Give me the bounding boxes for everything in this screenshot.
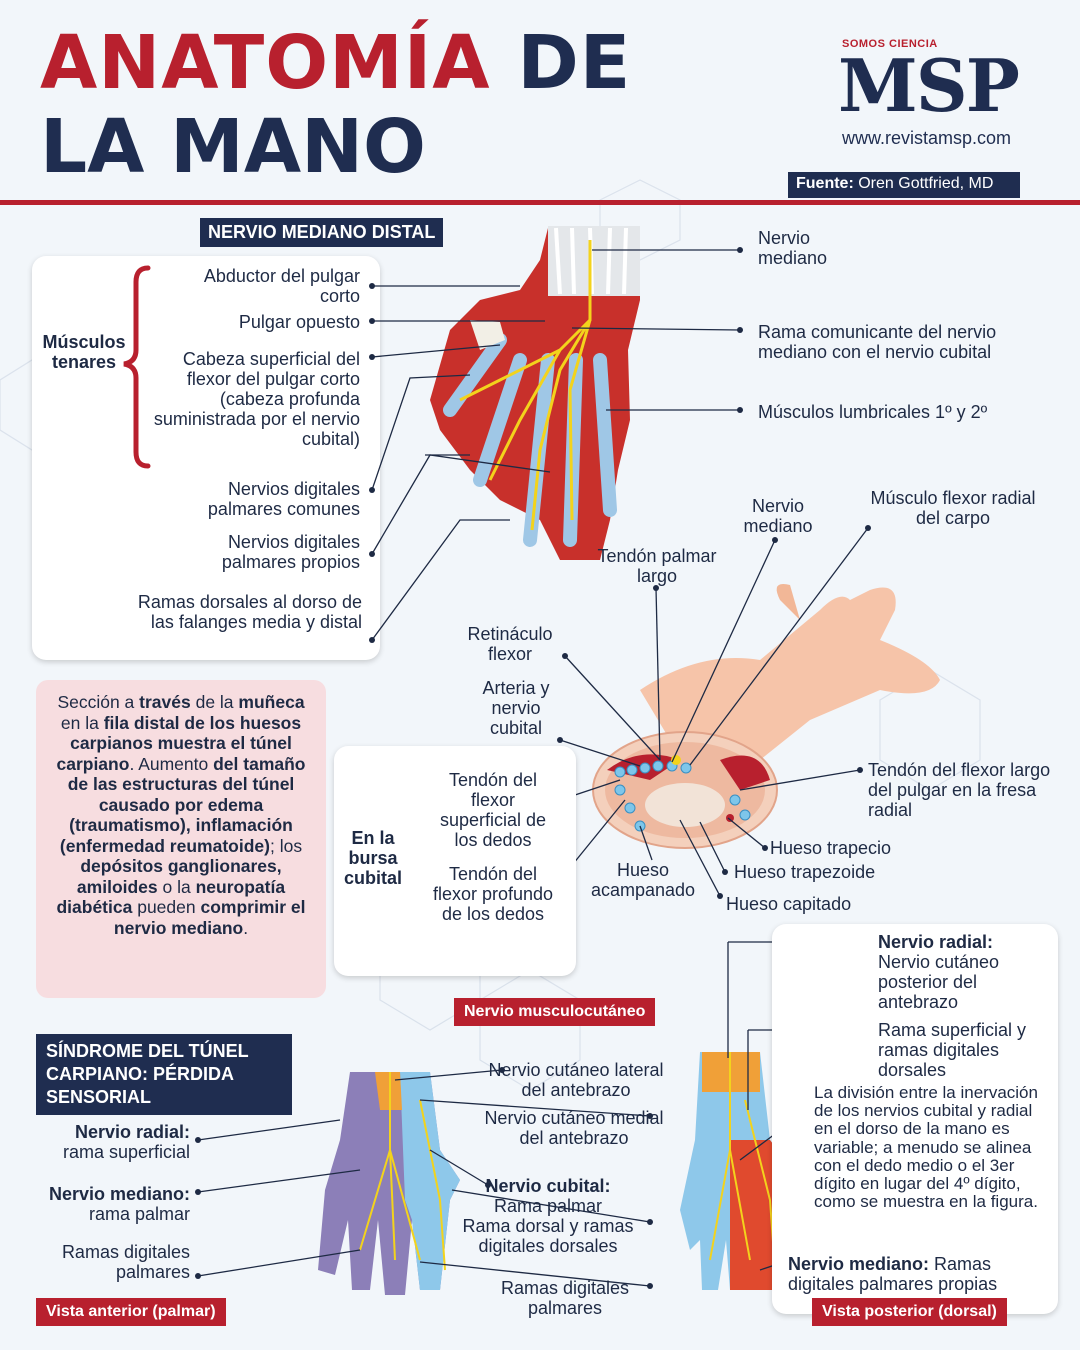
badge-vista-posterior: Vista posterior (dorsal): [812, 1298, 1007, 1326]
label-digitales-comunes: Nervios digitales palmares comunes: [207, 479, 360, 519]
wrist-cross-section-illustration: [592, 584, 940, 849]
label-rama-superficial: Rama superficial y ramas digitales dorsa…: [878, 1020, 1027, 1080]
header-divider: [0, 200, 1080, 205]
label-posterior-radial: Nervio radial:Nervio cutáneo posterior d…: [878, 932, 1000, 1012]
badge-musculocutaneo: Nervio musculocutáneo: [454, 998, 656, 1026]
page-title-line2: LA MANO: [40, 104, 426, 190]
label-retinaculo: Retináculo flexor: [467, 624, 553, 664]
label-flexor-superficial: Tendón del flexor superficial de los ded…: [439, 770, 547, 850]
label-bursa-cubital: En la bursa cubital: [343, 828, 402, 888]
page-title: ANATOMÍA DE: [40, 20, 632, 106]
label-posterior-mediano: Nervio mediano: Ramas digitales palmares…: [788, 1254, 998, 1294]
label-cutaneo-lateral: Nervio cutáneo lateral del antebrazo: [488, 1060, 664, 1100]
label-arteria-cubital: Arteria y nervio cubital: [482, 678, 550, 738]
bursa-card: [334, 746, 576, 976]
label-ramas-center: Ramas digitales palmares: [500, 1278, 630, 1318]
label-cs-nervio-mediano: Nervio mediano: [743, 496, 813, 536]
label-musculos-tenares: Músculos tenares: [42, 332, 126, 372]
label-cabeza-superficial: Cabeza superficial del flexor del pulgar…: [153, 349, 360, 449]
logo-url[interactable]: www.revistamsp.com: [842, 128, 1012, 148]
logo-tagline: SOMOS CIENCIA: [842, 38, 938, 50]
section1-leader-lines: [371, 249, 741, 641]
label-ramas-dorsales: Ramas dorsales al dorso de las falanges …: [137, 592, 362, 632]
label-radial-superficial: Nervio radial:rama superficial: [62, 1122, 190, 1162]
info-box-tunel-carpiano: Sección a través de la muñeca en la fila…: [36, 680, 326, 998]
label-cutaneo-medial: Nervio cutáneo medial del antebrazo: [484, 1108, 664, 1148]
section-badge-sindrome: SÍNDROME DEL TÚNEL CARPIANO: PÉRDIDA SEN…: [36, 1034, 292, 1115]
label-flexor-profundo: Tendón del flexor profundo de los dedos: [432, 864, 554, 924]
brace-thenar: [123, 265, 151, 469]
label-hueso-trapezoide: Hueso trapezoide: [734, 862, 876, 882]
label-lumbricales: Músculos lumbricales 1º y 2º: [758, 402, 988, 422]
label-pulgar-opuesto: Pulgar opuesto: [238, 312, 360, 332]
label-hueso-capitado: Hueso capitado: [726, 894, 852, 914]
palmar-hand-illustration: [430, 226, 640, 560]
label-mediano-palmar: Nervio mediano:rama palmar: [48, 1184, 190, 1224]
label-tendon-palmar: Tendón palmar largo: [597, 546, 717, 586]
label-rama-comunicante: Rama comunicante del nervio mediano con …: [758, 322, 997, 362]
label-musculo-flexor-radial: Músculo flexor radial del carpo: [870, 488, 1036, 528]
label-division-note: La división entre la inervación de los n…: [814, 1083, 1038, 1212]
source-badge: Fuente: Oren Gottfried, MD: [788, 172, 1020, 198]
label-hueso-acampanado: Hueso acampanado: [590, 860, 696, 900]
label-tendon-pulgar: Tendón del flexor largo del pulgar en la…: [868, 760, 1051, 820]
label-abductor: Abductor del pulgar corto: [203, 266, 360, 306]
section-badge-nervio-mediano: NERVIO MEDIANO DISTAL: [200, 218, 444, 247]
section2-leader-lines: [559, 527, 869, 897]
posterior-card: [772, 924, 1058, 1314]
label-hueso-trapecio: Hueso trapecio: [770, 838, 892, 858]
label-nervio-mediano-top: Nervio mediano: [758, 228, 828, 268]
badge-vista-anterior: Vista anterior (palmar): [36, 1298, 226, 1326]
label-digitales-propios: Nervios digitales palmares propios: [221, 532, 360, 572]
logo: MSP: [838, 43, 1020, 128]
label-ramas-left: Ramas digitales palmares: [61, 1242, 190, 1282]
anterior-hand-illustration: [318, 1072, 460, 1295]
thenar-card: [32, 256, 380, 660]
